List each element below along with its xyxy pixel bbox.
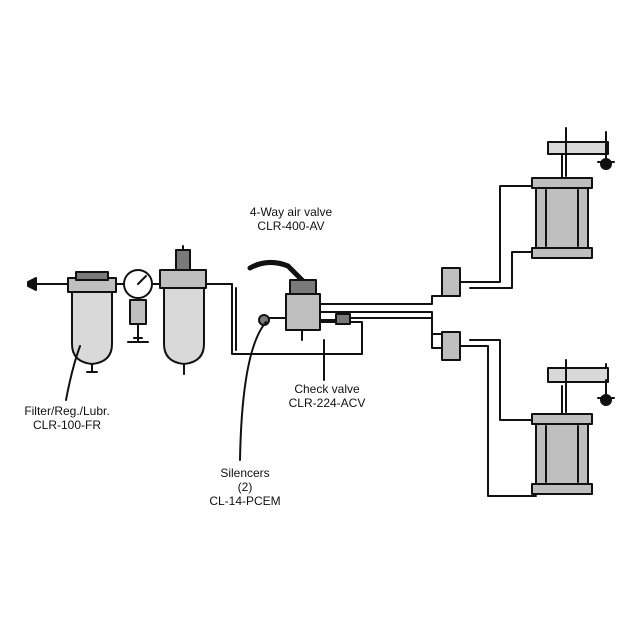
silencers-label: Silencers (2) CL-14-PCEM <box>190 466 300 508</box>
cylinder-piping <box>469 185 537 497</box>
filter-unit <box>61 271 117 373</box>
frl-leader <box>65 345 81 401</box>
lubricator-unit <box>159 245 233 375</box>
silencers-part-number: CL-14-PCEM <box>209 494 281 508</box>
upper-clamp-cylinder <box>531 127 615 259</box>
frl-label: Filter/Reg./Lubr. CLR-100-FR <box>2 404 132 432</box>
silencer-leader <box>239 321 267 461</box>
frl-name: Filter/Reg./Lubr. <box>24 404 110 418</box>
air-valve-part-number: CLR-400-AV <box>257 219 325 233</box>
four-way-air-valve <box>247 260 351 341</box>
air-inlet-coupler <box>27 277 63 291</box>
check-valve-label: Check valve CLR-224-ACV <box>262 382 392 410</box>
air-valve-name: 4-Way air valve <box>249 205 333 219</box>
flow-control-lower <box>441 331 471 361</box>
check-valve-name: Check valve <box>294 382 360 396</box>
valve-output-lines <box>319 295 443 349</box>
lower-clamp-cylinder <box>531 359 615 495</box>
silencers-quantity: (2) <box>237 480 253 494</box>
flow-control-upper <box>441 267 471 297</box>
regulator-gauge <box>115 269 161 343</box>
silencers-name: Silencers <box>220 466 270 480</box>
check-valve-part-number: CLR-224-ACV <box>288 396 366 410</box>
air-valve-label: 4-Way air valve CLR-400-AV <box>226 205 356 233</box>
frl-part-number: CLR-100-FR <box>32 418 101 432</box>
